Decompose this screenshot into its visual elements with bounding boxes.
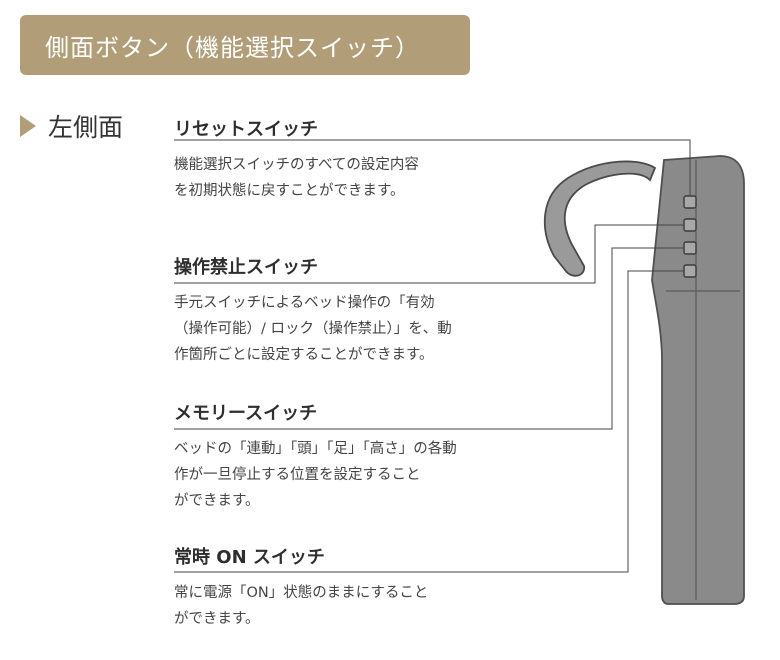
desc-line: 常に電源「ON」状態のままにすること xyxy=(174,585,429,601)
section-desc-always-on: 常に電源「ON」状態のままにすること ができます。 xyxy=(174,580,484,632)
triangle-bullet-icon xyxy=(20,115,36,137)
desc-line: ができます。 xyxy=(174,611,260,627)
section-title-memory: メモリースイッチ xyxy=(174,403,318,424)
desc-line: を初期状態に戻すことができます。 xyxy=(174,183,405,199)
leader-line-memory xyxy=(174,247,684,430)
desc-line: 作が一旦停止する位置を設定すること xyxy=(174,467,421,483)
desc-line: ベッドの「連動」「頭」「足」「高さ」の各動 xyxy=(174,441,457,457)
section-desc-lock: 手元スイッチによるベッド操作の「有効 （操作可能）/ ロック（操作禁止）」を、動… xyxy=(174,290,484,368)
section-desc-reset: 機能選択スイッチのすべての設定内容 を初期状態に戻すことができます。 xyxy=(174,152,484,204)
lock-switch xyxy=(683,218,697,232)
reset-switch xyxy=(683,195,697,209)
remote-body xyxy=(651,155,745,605)
leader-line-lock xyxy=(174,224,684,284)
section-title-reset: リセットスイッチ xyxy=(174,119,318,140)
leader-line-always-on xyxy=(174,270,684,573)
remote-hook xyxy=(543,160,657,277)
desc-line: 手元スイッチによるベッド操作の「有効 xyxy=(174,295,435,311)
side-heading: 左側面 xyxy=(20,108,123,144)
desc-line: ができます。 xyxy=(174,493,260,509)
section-desc-memory: ベッドの「連動」「頭」「足」「高さ」の各動 作が一旦停止する位置を設定すること … xyxy=(174,436,484,514)
memory-switch xyxy=(683,241,697,255)
section-title-always-on: 常時 ON スイッチ xyxy=(174,547,325,568)
desc-line: 機能選択スイッチのすべての設定内容 xyxy=(174,157,419,173)
always-on-switch xyxy=(683,264,697,278)
side-label: 左側面 xyxy=(48,113,124,142)
section-title-lock: 操作禁止スイッチ xyxy=(174,257,318,278)
header-banner: 側面ボタン（機能選択スイッチ） xyxy=(20,15,470,75)
desc-line: （操作可能）/ ロック（操作禁止）」を、動 xyxy=(174,321,452,337)
desc-line: 作箇所ごとに設定することができます。 xyxy=(174,347,434,363)
page-title: 側面ボタン（機能選択スイッチ） xyxy=(45,33,420,62)
leader-line-reset xyxy=(174,139,691,196)
